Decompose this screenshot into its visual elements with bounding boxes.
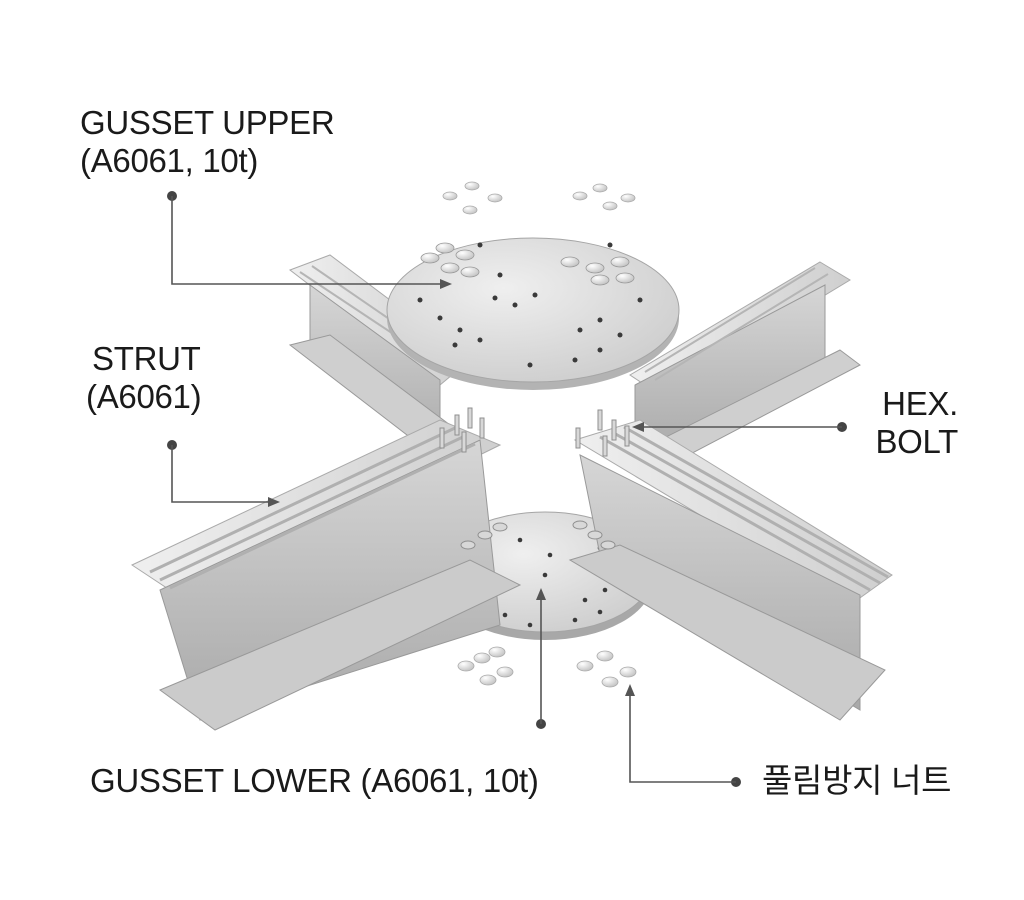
leader-gusset-upper [167,191,452,289]
strut-back-right [628,261,861,471]
floating-nuts-top [442,181,636,215]
strut-front-left [130,419,522,731]
label-gusset-lower: GUSSET LOWER (A6061, 10t) [90,762,539,800]
label-strut-line1: STRUT [92,340,201,377]
leader-strut [167,440,280,507]
hex-bolts [439,407,630,550]
label-strut-line2: (A6061) [86,378,202,415]
label-gusset-lower-line1: GUSSET LOWER (A6061, 10t) [90,762,539,799]
label-gusset-upper-line2: (A6061, 10t) [80,142,259,179]
label-hex-bolt-line1: HEX. [882,385,958,422]
upper-plate-nuts [420,242,635,286]
label-gusset-upper: GUSSET UPPER (A6061, 10t) [80,104,335,180]
label-lock-nut-line1: 풀림방지 너트 [762,762,952,799]
label-lock-nut: 풀림방지 너트 [762,762,952,800]
strut-front-right [568,419,893,721]
label-strut: STRUT (A6061) [86,340,202,416]
leader-gusset-lower [536,588,546,729]
floating-nuts-bottom [457,646,637,688]
leader-lock-nut [625,684,741,787]
label-hex-bolt-line2: BOLT [875,423,958,460]
label-hex-bolt: HEX. BOLT [875,385,958,461]
leader-hex-bolt [632,422,847,432]
label-gusset-upper-line1: GUSSET UPPER [80,104,335,141]
